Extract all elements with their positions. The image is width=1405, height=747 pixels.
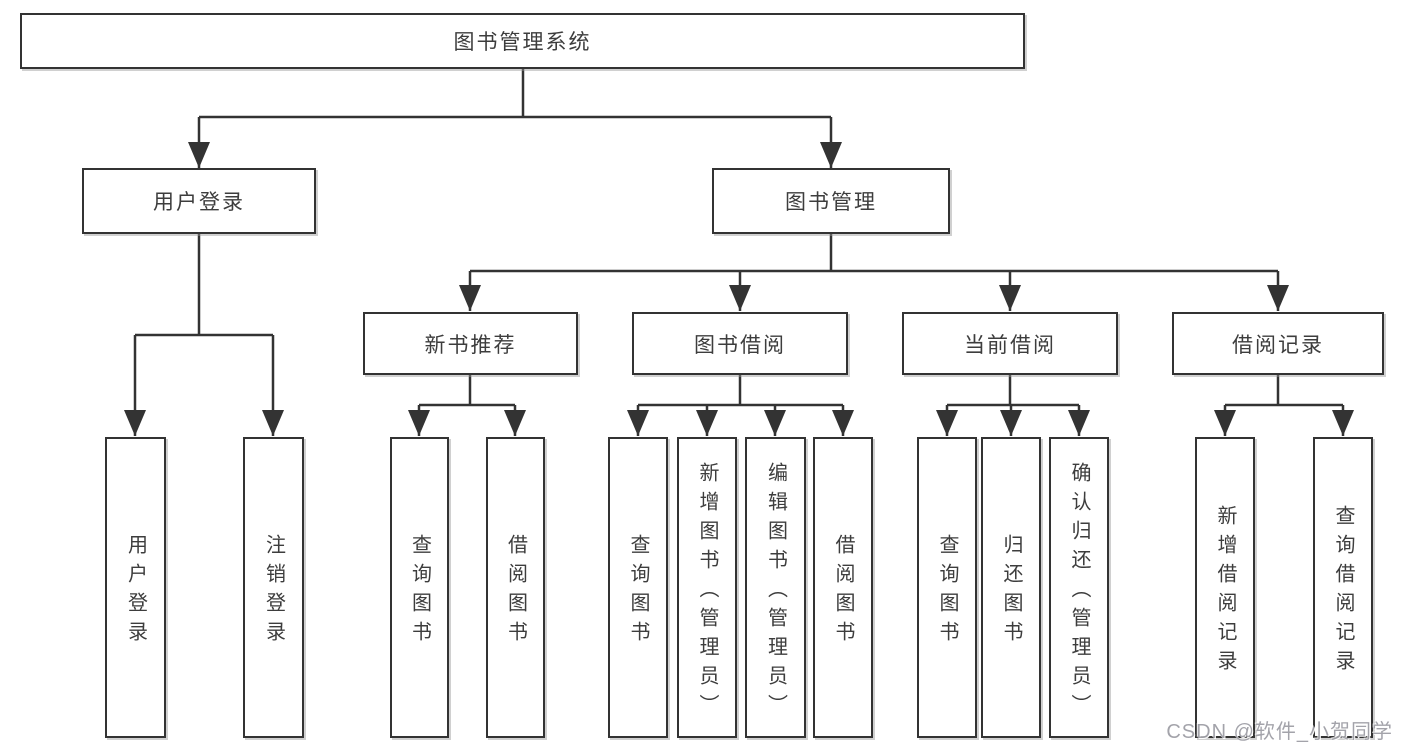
leaf-return-books-label: 归还图书 [1000, 534, 1022, 650]
csdn-watermark: CSDN @软件_小贺同学 [1166, 721, 1393, 743]
node-user-login: 用户登录 [82, 168, 316, 234]
node-new-book-recommend: 新书推荐 [363, 312, 578, 375]
leaf-borrow-books-label: 借阅图书 [832, 534, 854, 650]
leaf-confirm-return-admin-label: 确认归还（管理员） [1068, 461, 1090, 723]
node-user-login-label: 用户登录 [153, 191, 245, 214]
node-borrow-records: 借阅记录 [1172, 312, 1384, 375]
leaf-query-books-current: 查询图书 [917, 437, 977, 738]
leaf-borrow-books-recommend-label: 借阅图书 [504, 534, 527, 650]
node-current-borrow-label: 当前借阅 [964, 333, 1056, 357]
leaf-add-borrow-record: 新增借阅记录 [1195, 437, 1255, 738]
node-book-borrow: 图书借阅 [632, 312, 848, 375]
leaf-query-books-current-label: 查询图书 [936, 534, 958, 650]
node-borrow-records-label: 借阅记录 [1232, 333, 1324, 357]
leaf-borrow-books-recommend: 借阅图书 [486, 437, 545, 738]
leaf-logout-label: 注销登录 [262, 534, 285, 650]
node-current-borrow: 当前借阅 [902, 312, 1118, 375]
node-root-label: 图书管理系统 [453, 31, 592, 54]
node-book-management-label: 图书管理 [785, 191, 877, 214]
leaf-query-books-recommend-label: 查询图书 [408, 534, 431, 650]
node-book-management: 图书管理 [712, 168, 950, 234]
node-root: 图书管理系统 [20, 13, 1025, 69]
leaf-add-books-admin-label: 新增图书（管理员） [696, 461, 718, 723]
leaf-add-borrow-record-label: 新增借阅记录 [1214, 505, 1236, 679]
leaf-logout: 注销登录 [243, 437, 304, 738]
leaf-query-books-borrow: 查询图书 [608, 437, 668, 738]
leaf-edit-books-admin-label: 编辑图书（管理员） [764, 461, 787, 723]
leaf-query-borrow-record-label: 查询借阅记录 [1332, 505, 1354, 679]
node-book-borrow-label: 图书借阅 [694, 333, 786, 357]
leaf-query-books-recommend: 查询图书 [390, 437, 449, 738]
leaf-borrow-books: 借阅图书 [813, 437, 873, 738]
node-new-book-recommend-label: 新书推荐 [424, 333, 517, 357]
leaf-return-books: 归还图书 [981, 437, 1041, 738]
leaf-query-books-borrow-label: 查询图书 [627, 534, 649, 650]
leaf-user-login: 用户登录 [105, 437, 166, 738]
leaf-confirm-return-admin: 确认归还（管理员） [1049, 437, 1109, 738]
leaf-query-borrow-record: 查询借阅记录 [1313, 437, 1373, 738]
leaf-add-books-admin: 新增图书（管理员） [677, 437, 737, 738]
leaf-user-login-label: 用户登录 [124, 534, 147, 650]
leaf-edit-books-admin: 编辑图书（管理员） [745, 437, 806, 738]
